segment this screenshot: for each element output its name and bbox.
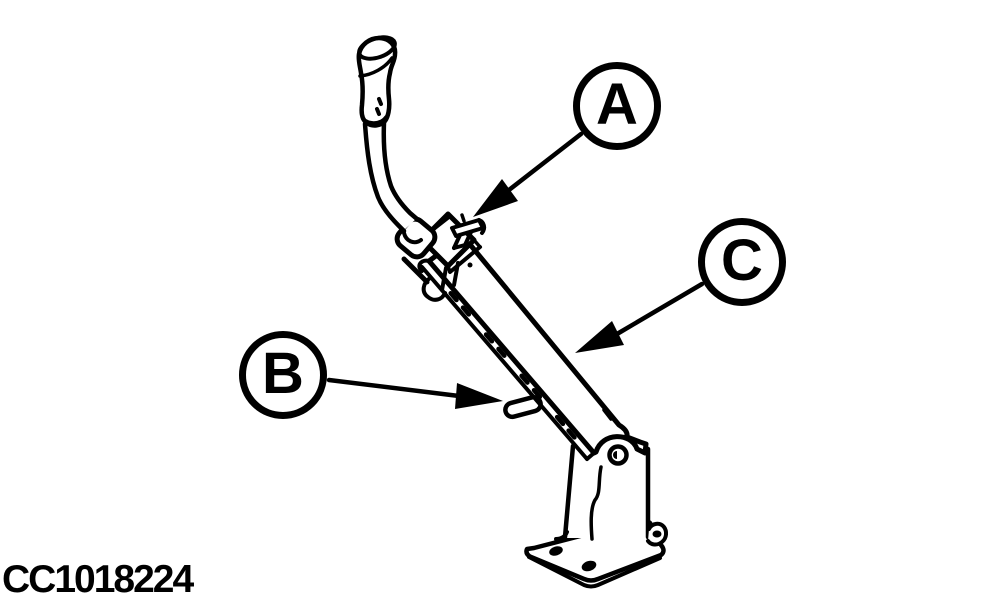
callout-b-arrowhead	[455, 383, 503, 409]
callout-c-label: C	[721, 228, 763, 293]
lever-knob	[356, 35, 398, 128]
callout-a: A	[573, 62, 661, 150]
figure-code: CC1018224	[2, 558, 194, 596]
side-tab-hole	[652, 530, 662, 538]
retaining-pin	[450, 213, 487, 250]
callout-a-arrowhead	[473, 179, 518, 217]
callout-b-label: B	[262, 341, 304, 406]
knob-dot-2	[375, 107, 381, 116]
mount-hole-front	[581, 560, 597, 572]
housing-edge-tick	[602, 408, 613, 421]
base-plate-thickness-edge	[527, 555, 662, 589]
pivot-bolt	[607, 444, 629, 466]
callout-a-arrow	[473, 131, 584, 217]
pedestal	[554, 443, 669, 547]
pedestal-crease	[589, 465, 603, 541]
lever-shaft	[362, 120, 420, 234]
mount-hole-left	[549, 546, 563, 556]
callout-c: C	[698, 218, 786, 306]
callout-b: B	[239, 331, 327, 419]
detent-rail	[417, 258, 596, 461]
callout-c-arrow	[575, 281, 705, 353]
callout-c-arrowhead	[575, 321, 624, 353]
detent-slots	[448, 290, 577, 440]
callout-b-arrow	[326, 377, 503, 409]
callout-a-label: A	[596, 72, 638, 137]
knob-dot-1	[377, 97, 383, 106]
lever-housing	[426, 233, 649, 456]
housing-face-dot	[467, 262, 473, 268]
